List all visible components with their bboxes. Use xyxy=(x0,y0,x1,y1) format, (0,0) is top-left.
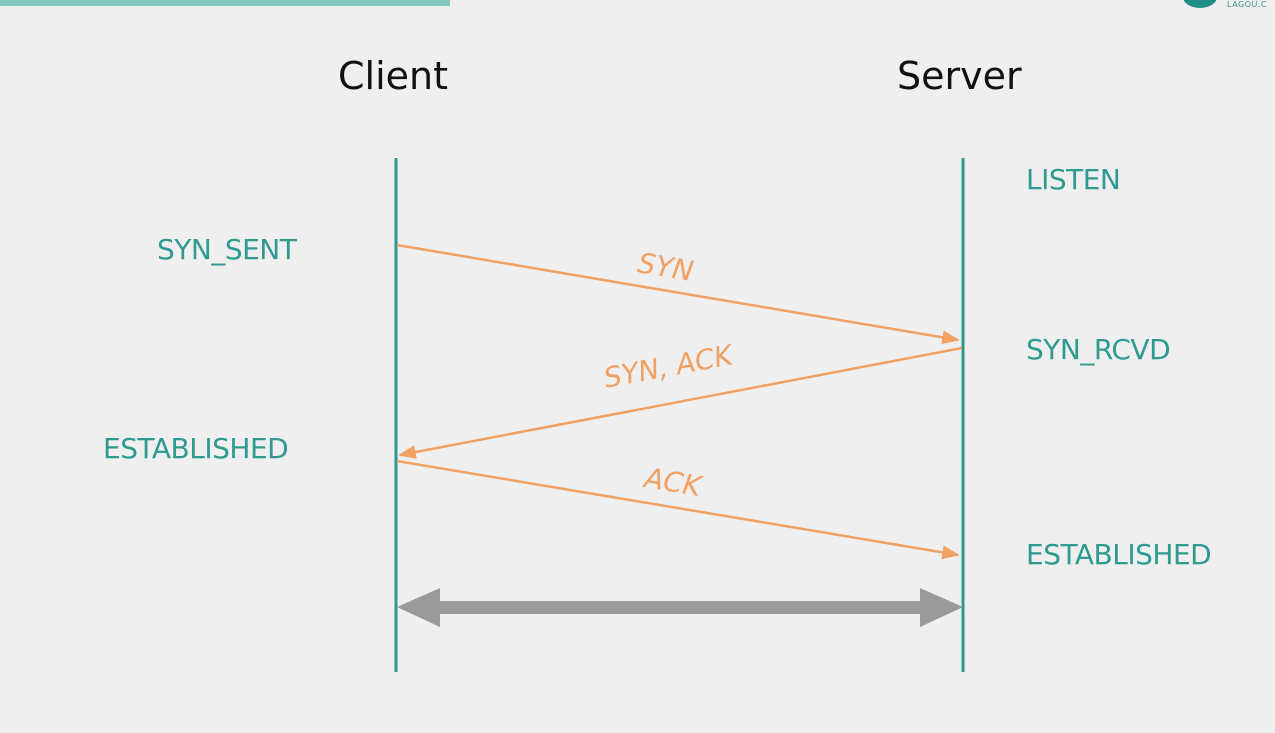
server-state-established: ESTABLISHED xyxy=(1026,538,1212,571)
logo-text: LAGOU.C xyxy=(1227,0,1267,9)
top-banner-fragment xyxy=(0,0,450,6)
server-title: Server xyxy=(897,54,1022,98)
client-state-established: ESTABLISHED xyxy=(103,432,289,465)
syn-arrow xyxy=(396,243,960,345)
ack-arrow xyxy=(396,459,960,560)
server-state-syn-rcvd: SYN_RCVD xyxy=(1026,333,1171,366)
client-title: Client xyxy=(338,54,449,98)
connection-double-arrow xyxy=(397,588,963,627)
server-state-listen: LISTEN xyxy=(1026,163,1121,196)
syn-ack-arrow xyxy=(398,346,963,459)
client-state-syn-sent: SYN_SENT xyxy=(157,233,297,266)
logo-icon xyxy=(1183,0,1217,8)
